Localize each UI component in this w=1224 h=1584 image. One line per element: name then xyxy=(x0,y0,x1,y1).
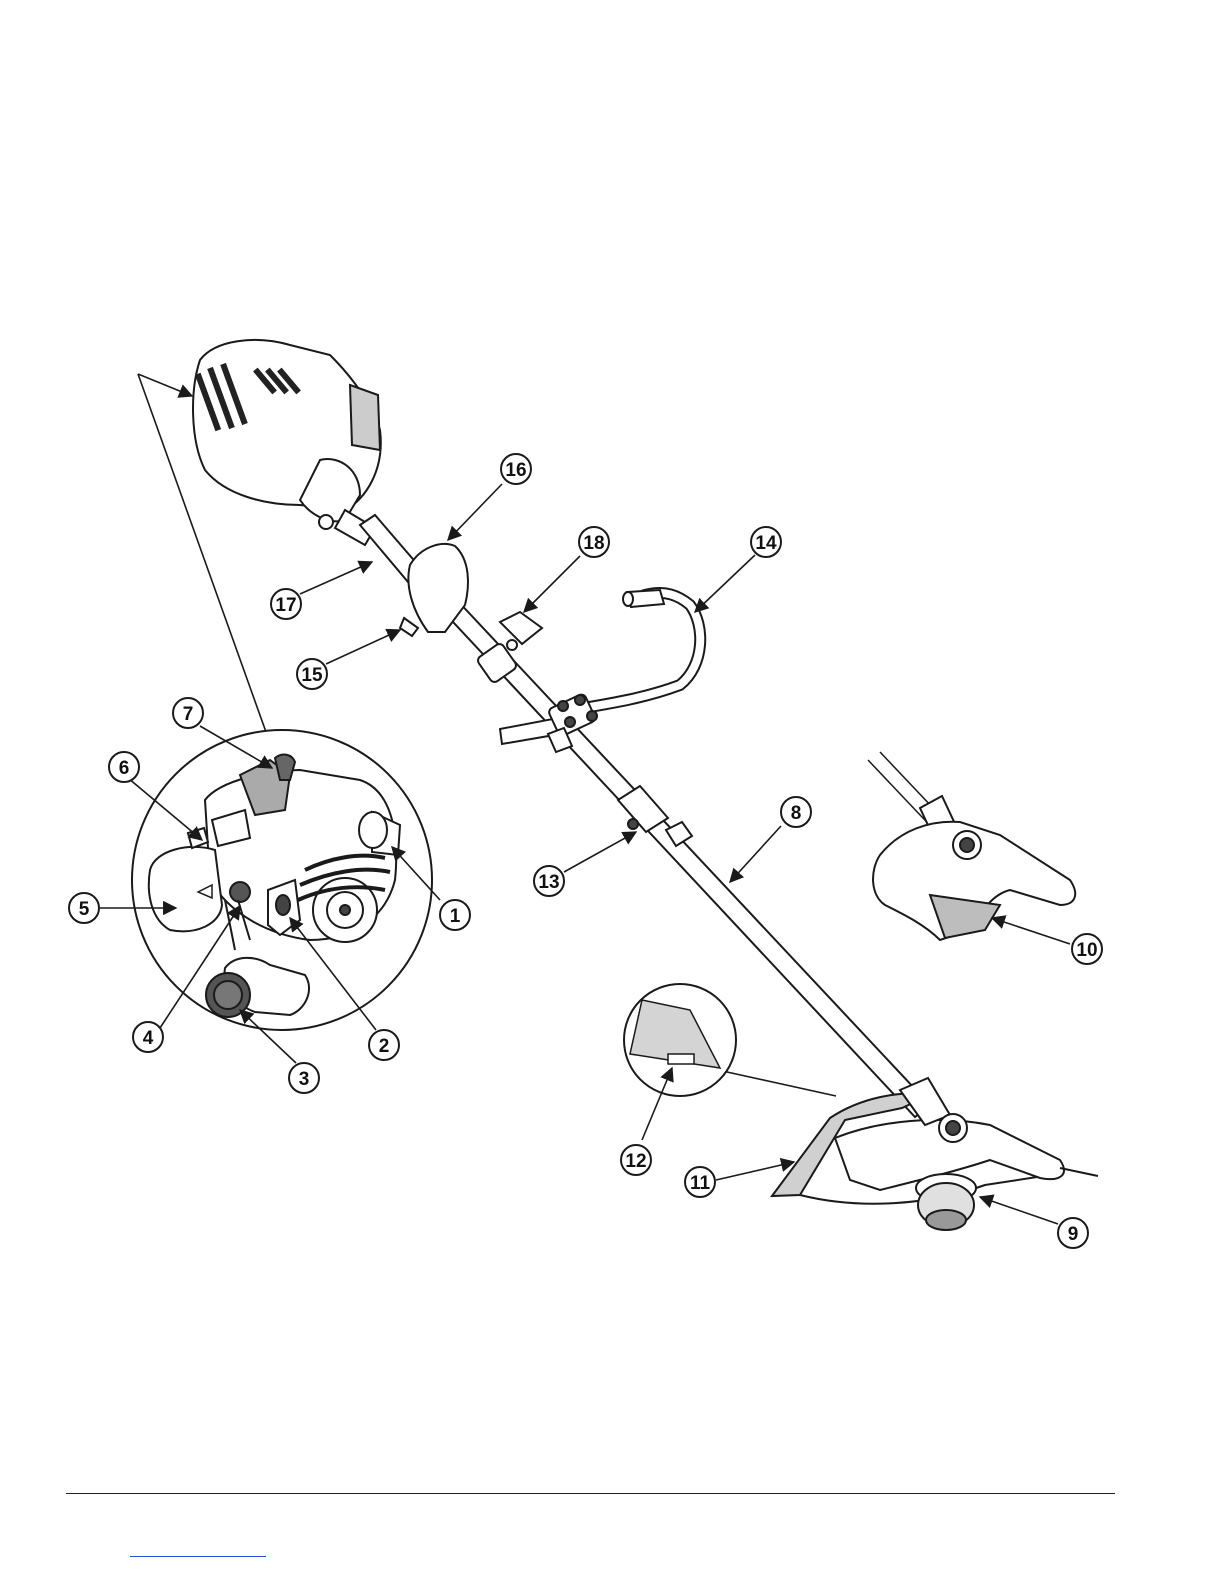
engine-powerhead xyxy=(193,340,381,545)
callout-3-label: 3 xyxy=(299,1069,310,1090)
callout-7-label: 7 xyxy=(183,704,194,725)
blade-detail xyxy=(868,752,1075,940)
callout-2-label: 2 xyxy=(379,1036,390,1057)
callout-7: 7 xyxy=(173,698,203,728)
callout-4: 4 xyxy=(133,1022,163,1052)
callout-12: 12 xyxy=(621,1145,651,1175)
callout-16-label: 16 xyxy=(505,460,526,481)
callout-3: 3 xyxy=(289,1063,319,1093)
guard-detail-inset xyxy=(624,984,836,1096)
callout-9: 9 xyxy=(1058,1218,1088,1248)
callout-6: 6 xyxy=(109,752,139,782)
callout-2: 2 xyxy=(369,1030,399,1060)
callout-11: 11 xyxy=(685,1167,715,1197)
callout-14-label: 14 xyxy=(755,533,777,554)
callout-17: 17 xyxy=(271,589,301,619)
footer-rule xyxy=(66,1493,1115,1494)
callout-18: 18 xyxy=(579,527,609,557)
callout-9-label: 9 xyxy=(1068,1224,1079,1245)
callout-8: 8 xyxy=(781,797,811,827)
callout-14: 14 xyxy=(751,527,781,557)
cutting-head xyxy=(772,1078,1098,1230)
j-handle xyxy=(500,590,700,752)
callout-16: 16 xyxy=(501,454,531,484)
callout-4-label: 4 xyxy=(143,1028,154,1049)
callout-10-label: 10 xyxy=(1076,940,1097,961)
callout-1: 1 xyxy=(440,900,470,930)
footer-link-underline[interactable] xyxy=(130,1556,266,1557)
callout-6-label: 6 xyxy=(119,758,130,779)
callout-13: 13 xyxy=(534,866,564,896)
callout-1-label: 1 xyxy=(450,906,461,927)
callout-11-label: 11 xyxy=(690,1173,711,1194)
callout-8-label: 8 xyxy=(791,803,802,824)
callout-13-label: 13 xyxy=(538,872,559,893)
callout-5: 5 xyxy=(69,893,99,923)
callout-18-label: 18 xyxy=(583,533,604,554)
callout-10: 10 xyxy=(1072,934,1102,964)
callout-15: 15 xyxy=(297,659,327,689)
callout-17-label: 17 xyxy=(275,595,296,616)
callout-12-label: 12 xyxy=(625,1151,646,1172)
callout-15-label: 15 xyxy=(301,665,323,686)
callout-5-label: 5 xyxy=(79,899,90,920)
